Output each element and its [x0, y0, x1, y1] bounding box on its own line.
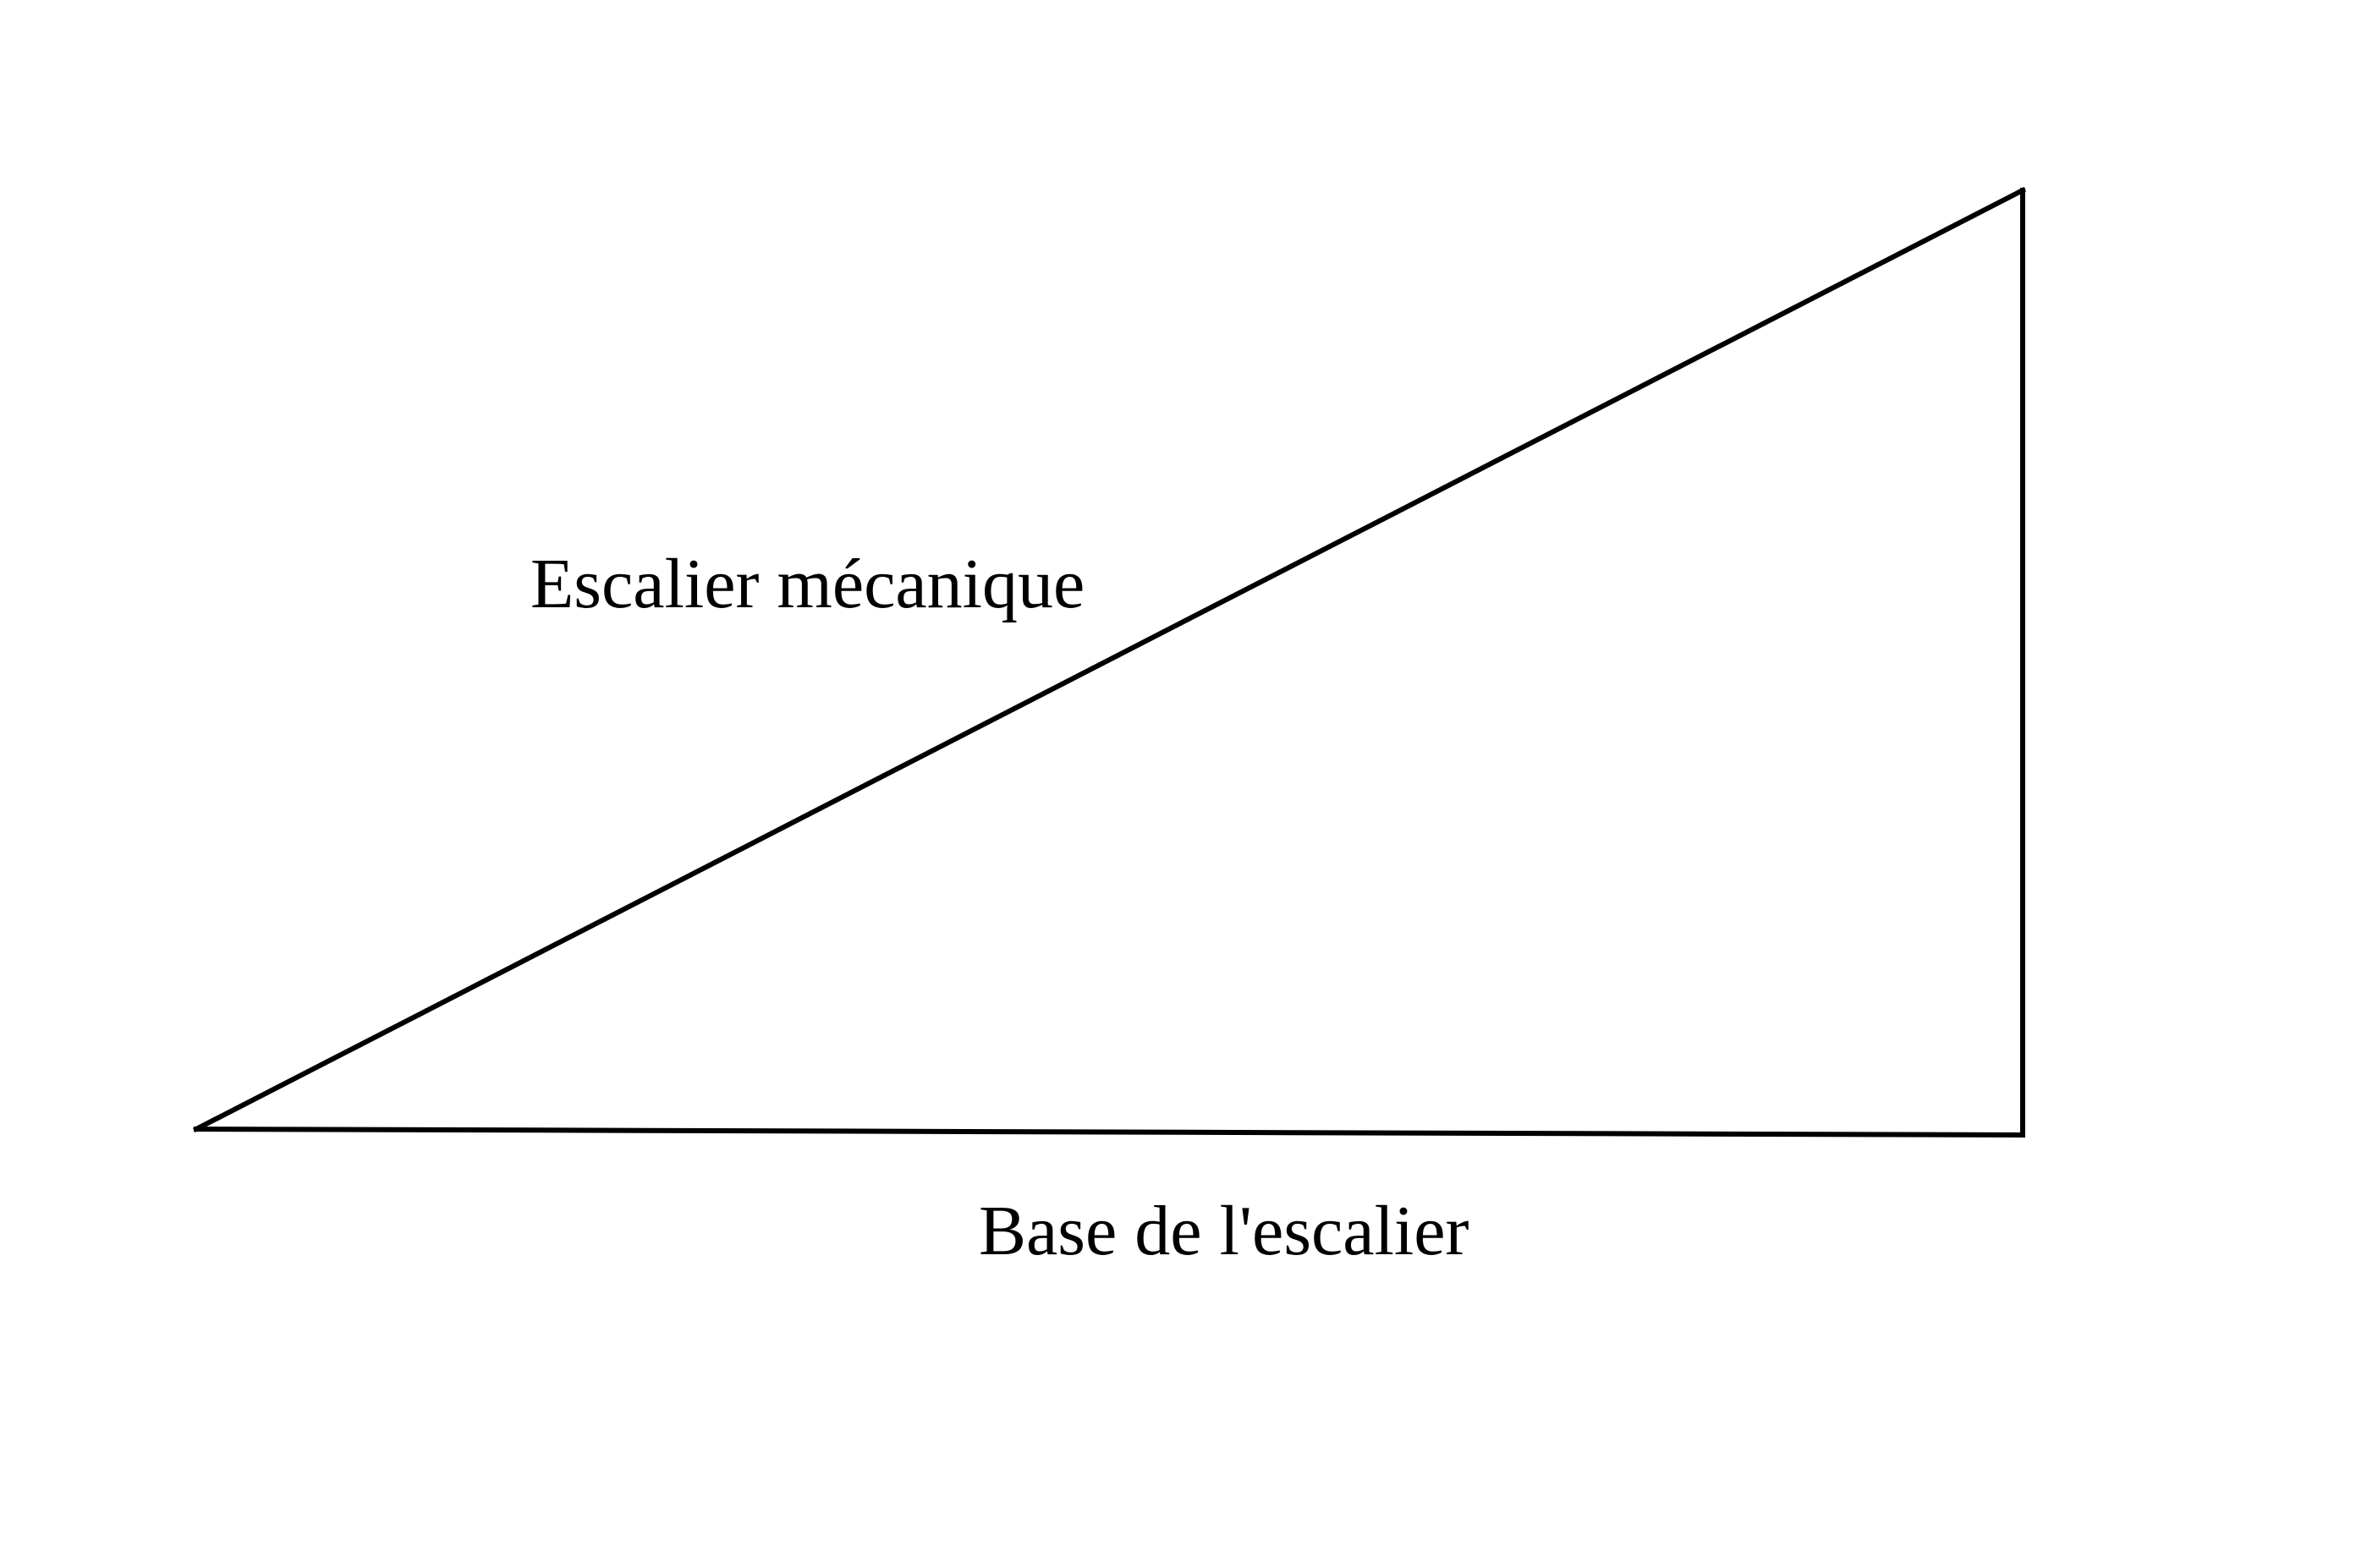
base-label: Base de l'escalier	[979, 1192, 1469, 1270]
hypotenuse-label: Escalier mécanique	[530, 545, 1085, 623]
triangle-base	[193, 1126, 2026, 1138]
triangle-hypotenuse	[192, 186, 2027, 1133]
